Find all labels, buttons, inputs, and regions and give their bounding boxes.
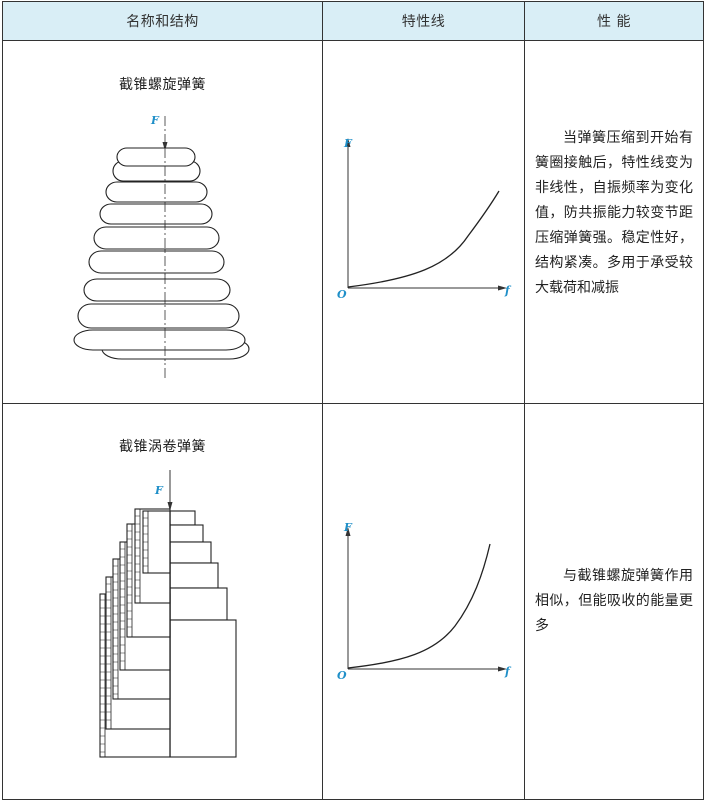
characteristic-cell-2: F f O — [322, 403, 525, 800]
force-label: F — [154, 484, 164, 497]
performance-cell-1: 当弹簧压缩到开始有簧圈接触后，特性线变为非线性，自振频率为变化值，防共振能力较变… — [524, 40, 704, 404]
y-axis-label: F — [343, 521, 353, 534]
header-characteristic: 特性线 — [322, 1, 525, 41]
characteristic-curve-chart: F f O — [337, 137, 512, 301]
spring-name: 截锥涡卷弹簧 — [119, 439, 206, 455]
structure-cell-1: 截锥螺旋弹簧 F — [2, 40, 323, 404]
table-header-row: 名称和结构 特性线 性 能 — [2, 1, 704, 41]
characteristic-curve-chart: F f O — [337, 521, 512, 682]
table-row: 截锥涡卷弹簧 F — [2, 403, 704, 800]
origin-label: O — [337, 288, 347, 301]
origin-label: O — [337, 669, 347, 682]
structure-cell-2: 截锥涡卷弹簧 F — [2, 403, 323, 800]
table-row: 截锥螺旋弹簧 F — [2, 40, 704, 404]
header-performance: 性 能 — [524, 1, 704, 41]
y-axis-label: F — [343, 137, 353, 150]
conical-volute-spring-drawing: F — [99, 470, 237, 758]
header-name-structure: 名称和结构 — [2, 1, 323, 41]
conical-helical-spring-drawing: F — [73, 114, 250, 381]
performance-cell-2: 与截锥螺旋弹簧作用相似，但能吸收的能量更多 — [524, 403, 704, 800]
force-label: F — [150, 114, 160, 127]
x-axis-label: f — [504, 284, 512, 297]
spring-name: 截锥螺旋弹簧 — [119, 77, 206, 93]
characteristic-cell-1: F f O — [322, 40, 525, 404]
performance-text: 当弹簧压缩到开始有簧圈接触后，特性线变为非线性，自振频率为变化值，防共振能力较变… — [535, 130, 693, 296]
performance-text: 与截锥螺旋弹簧作用相似，但能吸收的能量更多 — [535, 568, 693, 634]
x-axis-label: f — [504, 665, 512, 678]
